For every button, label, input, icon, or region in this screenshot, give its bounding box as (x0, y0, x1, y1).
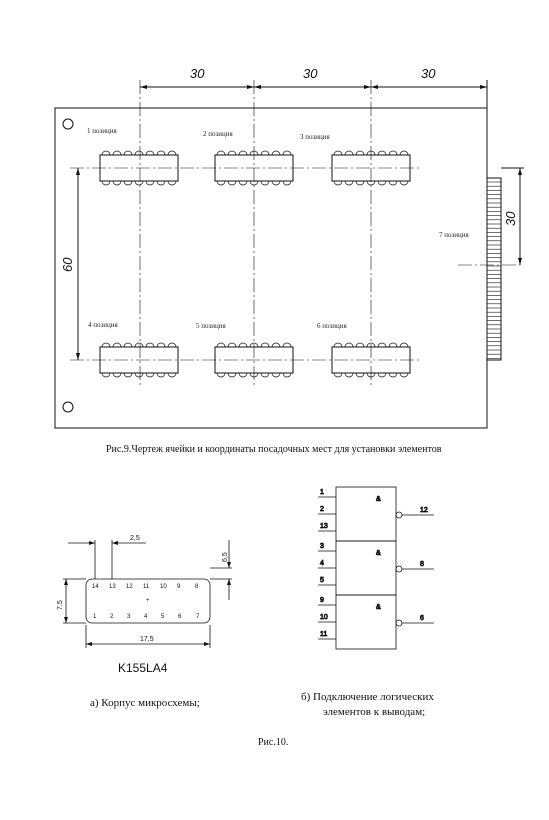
label-pos6: 6 позиция (317, 322, 347, 330)
label-pos7: 7 позиция (439, 231, 469, 239)
and-symbol: & (376, 550, 381, 557)
ic-top-pin-label: 9 (177, 584, 181, 590)
dim-length: 17,5 (140, 636, 154, 643)
gate-input-label: 4 (320, 560, 324, 567)
ic-bottom-pin-label: 4 (144, 614, 148, 620)
fig10b-caption-line1: б) Подключение логических (301, 691, 434, 703)
gate-input-label: 13 (320, 523, 328, 530)
gate-input-label: 11 (320, 631, 327, 638)
fig10a-caption: а) Корпус микросхемы; (90, 697, 200, 709)
and-symbol: & (376, 496, 381, 503)
board-outline (54, 107, 488, 429)
gate-input-label: 9 (320, 597, 324, 604)
label-pos3: 3 позиция (300, 133, 330, 141)
dim-v-left: 60 (60, 257, 75, 272)
mounting-hole-bottom (62, 401, 74, 413)
mounting-hole-top (62, 118, 74, 130)
figure-caption: Рис.10. (258, 737, 288, 748)
label-pos4: 4 позиция (88, 321, 118, 329)
part-name: K155LA4 (118, 661, 168, 675)
and-gate-box (335, 594, 397, 650)
fig10b-caption-line2: элементов к выводам; (323, 706, 425, 718)
gate-output-label: 8 (420, 561, 424, 568)
gate-input-label: 3 (320, 543, 324, 550)
label-pos1: 1 позиция (87, 127, 117, 135)
gate-input-label: 1 (320, 489, 324, 496)
and-gate-box (335, 486, 397, 542)
ic-top-pin-label: 11 (143, 584, 150, 590)
ic-bottom-pin-label: 5 (161, 614, 165, 620)
and-gate-box (335, 540, 397, 596)
ic-bottom-pin-label: 3 (127, 614, 131, 620)
label-pos2: 2 позиция (203, 130, 233, 138)
ic-bottom-pin-label: 1 (93, 614, 97, 620)
dim-v-right: 30 (503, 211, 518, 226)
ic-bottom-pin-label: 6 (178, 614, 182, 620)
gate-input-label: 10 (320, 614, 328, 621)
gate-input-label: 5 (320, 577, 324, 584)
gate-output-label: 6 (420, 615, 424, 622)
dim-width-small: 7,5 (57, 600, 64, 610)
dim-h3: 30 (421, 66, 436, 81)
dim-pitch: 2,5 (130, 535, 140, 542)
ic-top-pin-label: 10 (160, 584, 167, 590)
and-symbol: & (376, 604, 381, 611)
inversion-bubble (395, 511, 403, 519)
inversion-bubble (395, 619, 403, 627)
gate-output-label: 12 (420, 507, 428, 514)
ic-top-pin-label: 14 (92, 584, 99, 590)
ic-top-pin-label: 8 (195, 584, 199, 590)
ic-bottom-pin-label: 7 (196, 614, 200, 620)
edge-connector (486, 177, 502, 361)
fig9-caption: Рис.9.Чертеж ячейки и координаты посадоч… (106, 444, 442, 455)
svg-text:+: + (146, 598, 150, 604)
ic-bottom-pin-label: 2 (110, 614, 114, 620)
dim-h2: 30 (303, 66, 318, 81)
label-pos5: 5 позиция (196, 322, 226, 330)
dim-height: 6,5 (222, 552, 229, 562)
inversion-bubble (395, 565, 403, 573)
dim-h1: 30 (190, 66, 205, 81)
ic-top-pin-label: 12 (126, 584, 133, 590)
ic-top-pin-label: 13 (109, 584, 116, 590)
ic-package-outline (85, 578, 211, 624)
gate-input-label: 2 (320, 506, 324, 513)
